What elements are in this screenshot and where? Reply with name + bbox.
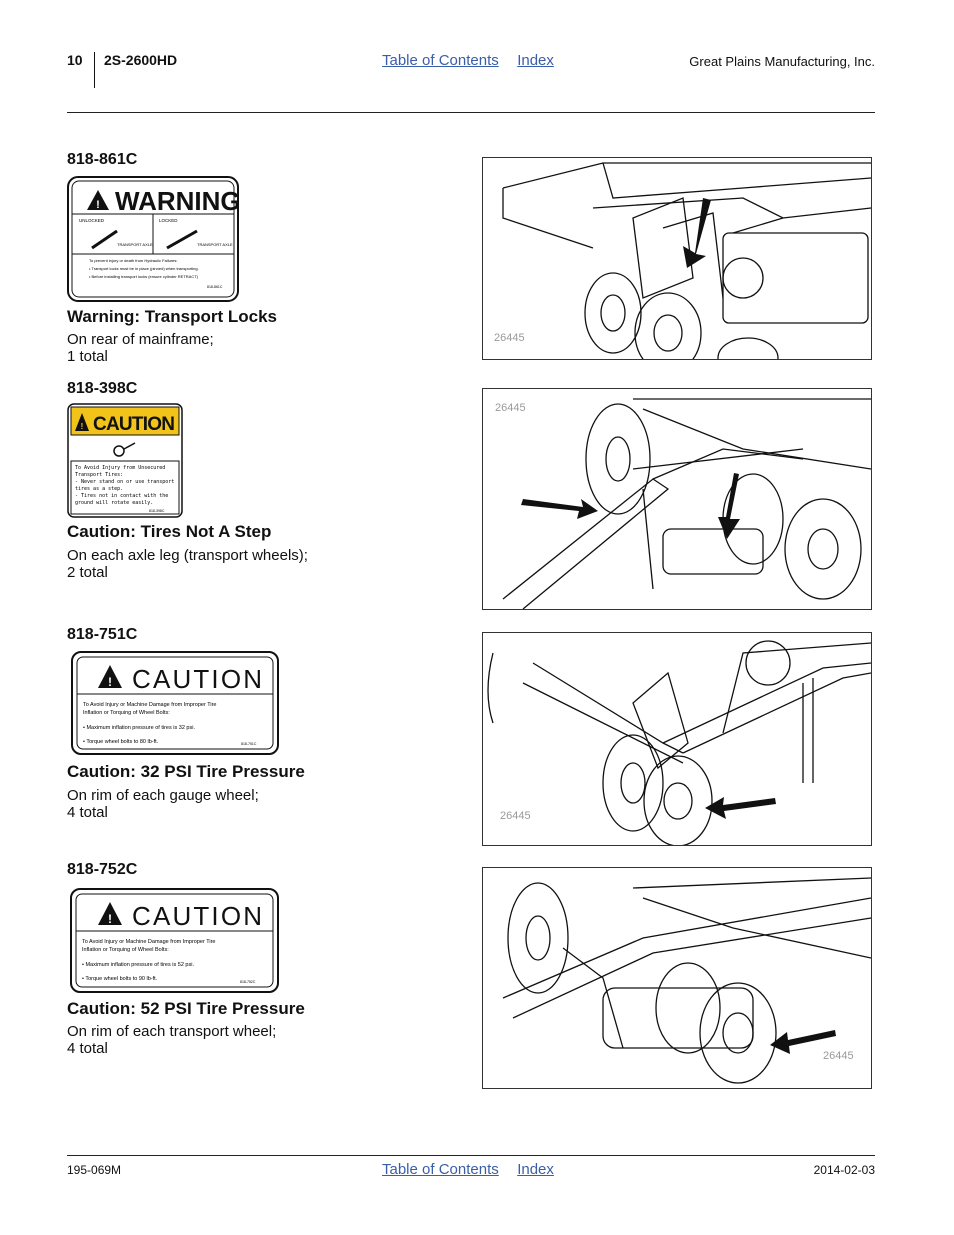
index-link[interactable]: Index [517, 52, 554, 69]
part-number-818-398c: 818-398C [67, 380, 138, 397]
figure-transport-locks: 26445 [482, 157, 872, 360]
decal-quantity: 2 total [67, 564, 108, 581]
doc-date: 2014-02-03 [813, 1163, 875, 1177]
figure-id: 26445 [500, 810, 531, 822]
company-name: Great Plains Manufacturing, Inc. [689, 54, 875, 69]
svg-text:Transport Tires:: Transport Tires: [75, 472, 123, 478]
doc-number: 195-069M [67, 1163, 122, 1177]
decal-title: Caution: 52 PSI Tire Pressure [67, 999, 305, 1018]
toc-link[interactable]: Table of Contents [382, 1161, 499, 1178]
svg-text:• Torque wheel bolts to 80 lb-: • Torque wheel bolts to 80 lb-ft. [83, 739, 159, 745]
header-links: Table of Contents Index [382, 52, 568, 70]
decal-location: On rim of each gauge wheel; [67, 787, 259, 804]
svg-text:818-398C: 818-398C [149, 509, 165, 513]
figure-transport-wheel: 26445 [482, 867, 872, 1089]
svg-text:LOCKED: LOCKED [159, 218, 178, 223]
part-number-818-752c: 818-752C [67, 861, 138, 878]
decal-caution-tires-not-step: ! CAUTION To Avoid Injury from Unsecured… [67, 403, 183, 518]
part-number-818-751c: 818-751C [67, 626, 138, 643]
svg-text:tires as a step.: tires as a step. [75, 486, 123, 492]
figure-id: 26445 [823, 1050, 854, 1062]
header-rule [67, 112, 875, 113]
index-link[interactable]: Index [517, 1161, 554, 1178]
svg-text:• Maximum inflation pressure o: • Maximum inflation pressure of tires is… [82, 962, 194, 968]
svg-text:- Never stand on or use transp: - Never stand on or use transport [75, 479, 174, 485]
svg-text:UNLOCKED: UNLOCKED [79, 218, 105, 223]
footer-rule [67, 1155, 875, 1156]
svg-text:!: ! [108, 912, 112, 926]
decal-quantity: 1 total [67, 348, 108, 365]
footer-links: Table of Contents Index [382, 1161, 568, 1179]
svg-text:- Tires not in contact with th: - Tires not in contact with the [75, 493, 168, 499]
header-divider [94, 52, 95, 88]
decal-warning-transport-locks: ! WARNING UNLOCKED LOCKED TRANSPORT AXLE… [67, 176, 239, 302]
svg-text:!: ! [108, 675, 112, 689]
svg-text:• Torque wheel bolts to 90 lb-: • Torque wheel bolts to 90 lb-ft. [82, 976, 158, 982]
decal-quantity: 4 total [67, 1040, 108, 1057]
svg-text:TRANSPORT AXLE: TRANSPORT AXLE [117, 242, 153, 247]
decal-location: On rear of mainframe; [67, 331, 214, 348]
figure-id: 26445 [495, 402, 526, 414]
svg-text:• Before installing transport: • Before installing transport locks (ens… [89, 274, 199, 279]
svg-text:To Avoid Injury or Machine Dam: To Avoid Injury or Machine Damage from I… [83, 702, 216, 708]
svg-text:To prevent injury or death fro: To prevent injury or death from Hydrauli… [89, 258, 177, 263]
svg-text:To Avoid Injury from Unsecured: To Avoid Injury from Unsecured [75, 465, 165, 471]
decal-heading: WARNING [115, 186, 239, 216]
svg-text:Inflation or Torquing of Wheel: Inflation or Torquing of Wheel Bolts: [82, 947, 169, 953]
decal-location: On each axle leg (transport wheels); [67, 547, 308, 564]
decal-heading: CAUTION [93, 414, 175, 435]
svg-text:• Transport locks must be in p: • Transport locks must be in place (pinn… [89, 266, 199, 271]
svg-text:TRANSPORT AXLE: TRANSPORT AXLE [197, 242, 233, 247]
figure-tires-not-step: 26445 [482, 388, 872, 610]
svg-text:818-752C: 818-752C [240, 980, 256, 984]
toc-link[interactable]: Table of Contents [382, 52, 499, 69]
decal-heading: CAUTION [132, 901, 262, 931]
figure-id: 26445 [494, 332, 525, 344]
svg-text:!: ! [96, 199, 100, 211]
svg-text:• Maximum inflation pressure o: • Maximum inflation pressure of tires is… [83, 725, 195, 731]
decal-title: Caution: 32 PSI Tire Pressure [67, 762, 305, 781]
svg-text:To Avoid Injury or Machine Dam: To Avoid Injury or Machine Damage from I… [82, 939, 215, 945]
figure-gauge-wheel: 26445 [482, 632, 872, 846]
svg-text:Inflation or Torquing of Wheel: Inflation or Torquing of Wheel Bolts: [83, 710, 170, 716]
svg-text:818-751C: 818-751C [241, 742, 257, 746]
decal-title: Warning: Transport Locks [67, 307, 278, 326]
decal-caution-52-psi: ! CAUTION To Avoid Injury or Machine Dam… [70, 888, 279, 993]
part-number-818-861c: 818-861C [67, 151, 138, 168]
svg-text:!: ! [81, 422, 84, 431]
page-number: 10 [67, 52, 83, 68]
decal-location: On rim of each transport wheel; [67, 1023, 277, 1040]
svg-text:ground will rotate easily.: ground will rotate easily. [75, 500, 153, 506]
decal-caution-32-psi: ! CAUTION To Avoid Injury or Machine Dam… [71, 651, 279, 755]
svg-text:818-861C: 818-861C [207, 285, 223, 289]
decal-quantity: 4 total [67, 804, 108, 821]
decal-heading: CAUTION [132, 664, 262, 694]
model-name: 2S-2600HD [104, 52, 178, 68]
decal-title: Caution: Tires Not A Step [67, 522, 272, 541]
